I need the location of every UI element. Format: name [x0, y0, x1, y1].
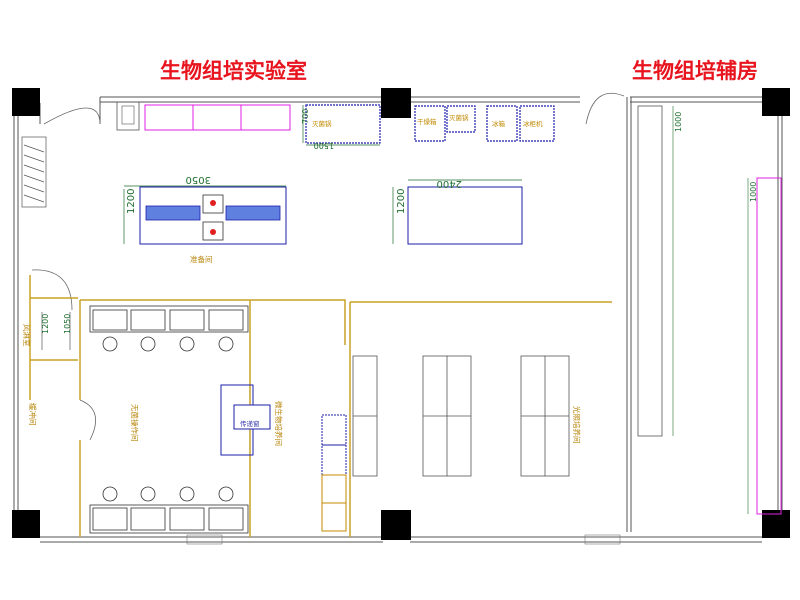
annex-shelving: [637, 105, 782, 515]
culture-shelves: [352, 355, 570, 477]
label-pass-box: 传递窗: [240, 419, 260, 428]
dim-bench-right-height: 1200: [396, 189, 407, 214]
micro-equipment: [321, 414, 347, 532]
partitions: [29, 275, 612, 537]
pass-box: [220, 384, 271, 456]
dim-shelf-unit: 1000: [674, 112, 683, 132]
bench-left: [139, 186, 287, 245]
room-sterile: 无菌操作间: [130, 404, 140, 442]
dim-bench-left-height: 1200: [126, 189, 137, 214]
wall-shelves: [21, 136, 47, 208]
dim-airlock-depth: 1050: [63, 314, 72, 334]
columns: [12, 88, 790, 540]
label-ice-machine: 冰柜机: [523, 119, 543, 128]
label-autoclave: 灭菌锅: [449, 113, 469, 122]
label-drying-box: 干燥箱: [417, 117, 437, 126]
room-buffer: 缓冲间: [28, 403, 38, 426]
label-fridge: 冰箱: [492, 119, 506, 128]
dim-counter-width: 1500: [314, 141, 334, 150]
dim-shelf-unit-right: 1000: [749, 182, 758, 202]
outer-walls: [13, 96, 783, 543]
airlock: [41, 312, 71, 350]
stools: [102, 336, 234, 502]
dim-bench-right-width: 2400: [437, 178, 462, 189]
window-strips: [186, 534, 621, 545]
bench-right: [407, 186, 523, 245]
label-counter-device: 灭菌锅: [312, 119, 332, 128]
annex-shelf-dims: [672, 106, 749, 514]
room-micro: 微生物培养间: [274, 401, 284, 446]
clean-benches: [89, 305, 249, 534]
top-counters: [116, 101, 555, 144]
room-light: 光照培养间: [572, 406, 582, 444]
counter-dims: [302, 105, 380, 146]
lab-title: 生物组培实验室: [160, 59, 307, 83]
dim-counter-depth: 700: [301, 109, 310, 124]
room-airlock: 风淋室: [22, 324, 32, 347]
dim-airlock-width: 1200: [41, 314, 50, 334]
room-prep: 准备间: [190, 254, 213, 264]
bench-left-dims: [123, 185, 286, 244]
bench-right-dims: [392, 179, 522, 244]
annex-title: 生物组培辅房: [632, 59, 758, 83]
dim-bench-left-width: 3050: [186, 174, 211, 185]
doors: [31, 92, 625, 441]
